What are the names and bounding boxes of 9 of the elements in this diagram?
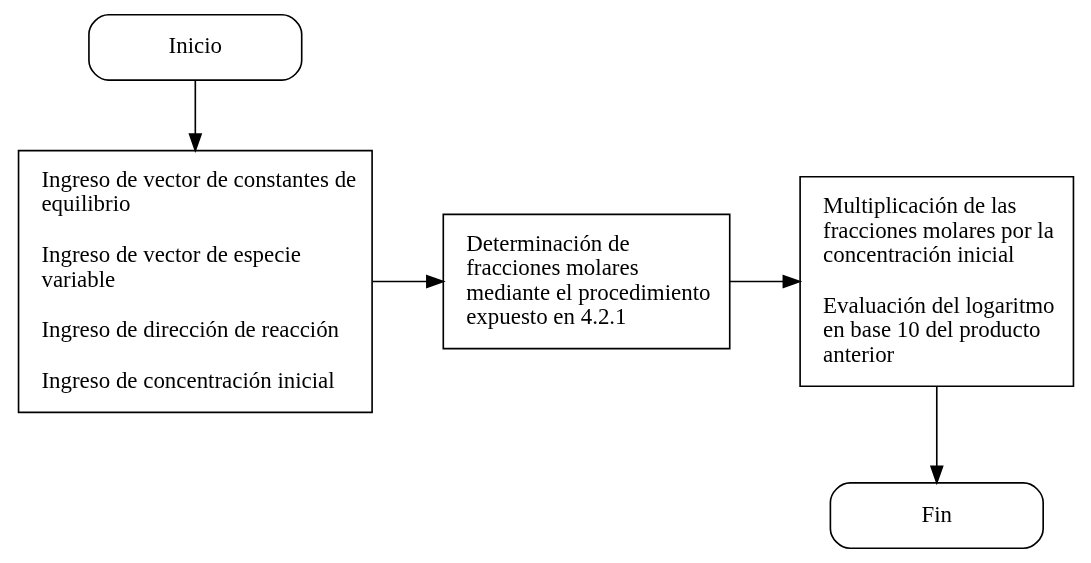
arrow [929,386,944,486]
arrow [371,274,446,289]
node-box: Determinación de fracciones molares mediante el procedimiento expuesto en 4.2.1 [441,213,731,350]
node-box: Multiplicación de las fracciones molares por la concentración inicial Evaluación del logaritmo en base 10 del producto anterior [798,175,1074,388]
node-box: Fin [829,482,1044,550]
node-box: Inicio [87,13,303,81]
arrow [187,79,202,153]
node-box: Ingreso de vector de constantes de equilibrio Ingreso de vector de especie variable Ingreso de dirección de reacción Ingreso de concentración inicial [17,149,373,414]
arrow [728,274,802,289]
